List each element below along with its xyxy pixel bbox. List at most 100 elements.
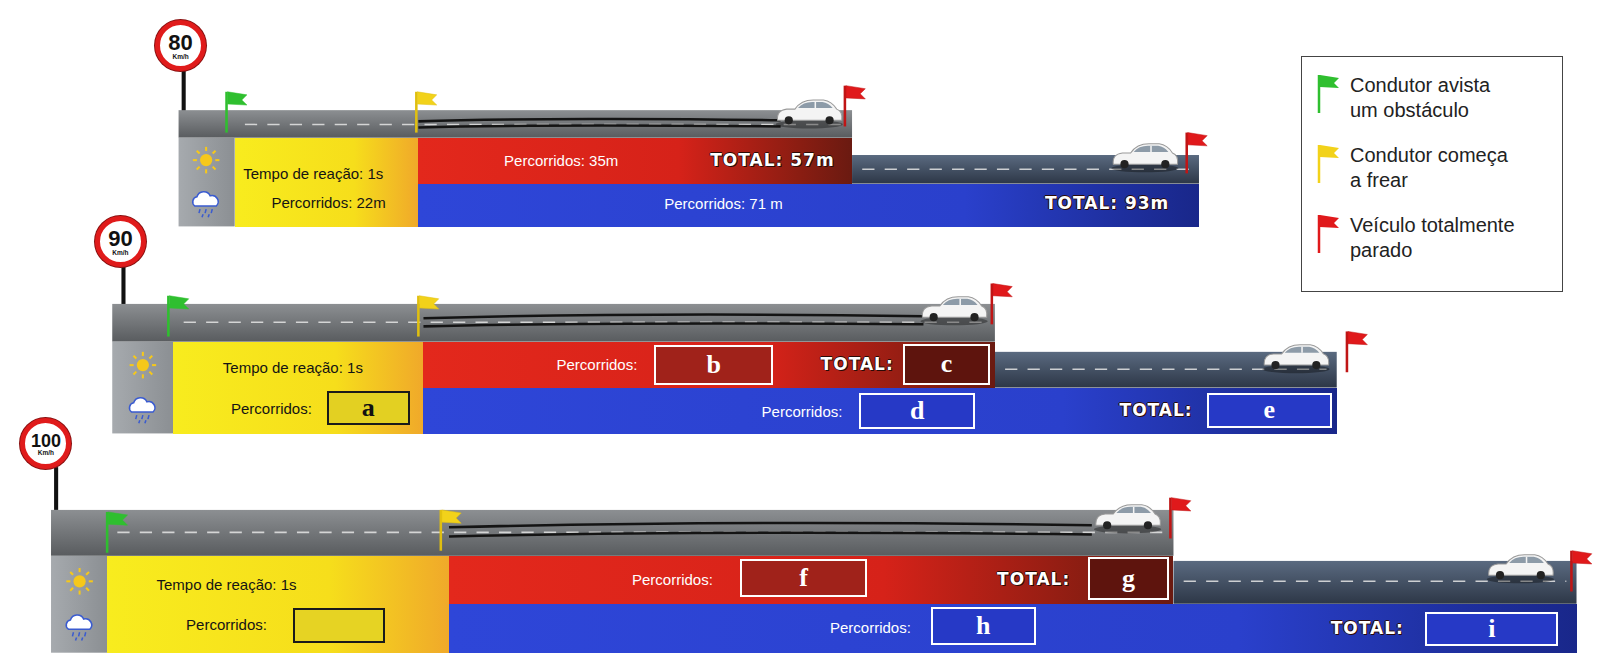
band-label: Percorridos: bbox=[186, 616, 267, 633]
legend-text: Veículo totalmente parado bbox=[1350, 213, 1516, 263]
band-label: Percorridos: bbox=[231, 400, 312, 417]
car bbox=[1487, 555, 1554, 584]
weather-face bbox=[179, 138, 235, 227]
car bbox=[1094, 505, 1161, 534]
wet-braking-band: Percorridos: TOTAL: d e bbox=[423, 388, 1336, 434]
car bbox=[776, 100, 843, 129]
wet-braking-band: Percorridos: TOTAL: h i bbox=[449, 604, 1577, 653]
speed-value: 100 bbox=[31, 432, 61, 450]
sign-pole bbox=[54, 467, 58, 510]
road-top bbox=[51, 510, 1173, 556]
speed-sign: 90Km/h bbox=[95, 216, 146, 267]
band-label: Percorridos: bbox=[557, 356, 638, 373]
sun-icon bbox=[130, 352, 157, 379]
legend-item: Condutor começa a frear bbox=[1316, 143, 1550, 193]
sign-pole bbox=[182, 69, 186, 112]
speed-sign: 100Km/h bbox=[20, 418, 71, 469]
total-label: TOTAL: 57m bbox=[710, 151, 834, 171]
speed-unit: Km/h bbox=[38, 450, 54, 457]
box-letter: a bbox=[362, 395, 375, 421]
dry-braking-band: Percorridos: 35m TOTAL: 57m bbox=[418, 138, 852, 184]
skid-mark bbox=[423, 323, 923, 326]
sun-icon bbox=[66, 568, 93, 595]
rain-icon bbox=[193, 192, 218, 217]
rain-icon bbox=[129, 398, 154, 423]
band-label: Percorridos: bbox=[830, 619, 911, 636]
skid-mark bbox=[423, 315, 923, 318]
answer-box: h bbox=[931, 607, 1036, 645]
box-letter: d bbox=[910, 398, 924, 424]
car bbox=[1262, 345, 1329, 374]
box-letter: f bbox=[799, 565, 808, 591]
band-label: Percorridos: 35m bbox=[504, 152, 618, 169]
flag-cloth bbox=[1320, 75, 1339, 88]
road-top bbox=[112, 304, 995, 342]
answer-box: f bbox=[740, 559, 868, 597]
legend-text: Condutor começa a frear bbox=[1350, 143, 1516, 193]
skid-mark bbox=[449, 523, 1092, 527]
band-label: Tempo de reação: 1s bbox=[223, 359, 363, 376]
answer-box: e bbox=[1207, 393, 1331, 428]
flag-cloth bbox=[1320, 215, 1339, 228]
answer-box: d bbox=[859, 393, 975, 429]
speed-unit: Km/h bbox=[112, 250, 128, 257]
box-letter: b bbox=[707, 352, 721, 378]
band-label: Percorridos: bbox=[632, 571, 713, 588]
dry-braking-band: Percorridos: TOTAL: f g bbox=[449, 556, 1173, 604]
speed-unit: Km/h bbox=[172, 54, 188, 61]
dry-braking-band: Percorridos: TOTAL: b c bbox=[423, 342, 994, 388]
legend-item: Condutor avista um obstáculo bbox=[1316, 73, 1550, 123]
yellow-flag bbox=[441, 510, 461, 551]
box-letter: c bbox=[941, 351, 953, 377]
weather-face bbox=[112, 342, 173, 434]
rain-icon bbox=[66, 615, 91, 640]
flag-pole bbox=[1318, 75, 1321, 113]
speed-sign: 80Km/h bbox=[155, 20, 206, 71]
flag-cloth bbox=[1320, 145, 1339, 158]
skid-mark bbox=[449, 533, 1092, 537]
answer-box: c bbox=[903, 344, 990, 385]
box-letter: g bbox=[1122, 566, 1135, 592]
green-flag bbox=[168, 296, 188, 337]
band-label: Percorridos: bbox=[762, 403, 843, 420]
legend-flag bbox=[1316, 143, 1342, 185]
band-label: Percorridos: 71 m bbox=[664, 195, 782, 212]
speed-value: 80 bbox=[168, 32, 192, 54]
green-flag bbox=[107, 512, 127, 553]
flag-pole bbox=[1318, 215, 1321, 253]
legend-flag bbox=[1316, 213, 1342, 255]
skid-mark bbox=[418, 119, 780, 121]
total-label: TOTAL: 93m bbox=[1045, 194, 1169, 214]
road-90 bbox=[112, 265, 1367, 433]
box-letter: i bbox=[1488, 616, 1495, 642]
answer-box: b bbox=[654, 345, 773, 385]
wet-braking-band: Percorridos: 71 m TOTAL: 93m bbox=[418, 184, 1199, 227]
total-label: TOTAL: bbox=[997, 570, 1070, 590]
legend-text: Condutor avista um obstáculo bbox=[1350, 73, 1516, 123]
car bbox=[1111, 144, 1178, 173]
red-flag bbox=[992, 284, 1012, 325]
sign-pole bbox=[121, 265, 125, 306]
yellow-flag bbox=[416, 92, 436, 133]
band-label: Tempo de reação: 1s bbox=[156, 576, 296, 593]
total-label: TOTAL: bbox=[1331, 619, 1404, 639]
car bbox=[920, 297, 987, 326]
road-100 bbox=[51, 467, 1592, 653]
answer-box: i bbox=[1425, 612, 1558, 646]
yellow-flag bbox=[418, 296, 438, 337]
reaction-band: Tempo de reação: 1sPercorridos: 22m bbox=[235, 138, 419, 227]
empty-answer-box bbox=[293, 608, 385, 643]
sun-icon bbox=[193, 147, 220, 174]
road-80 bbox=[179, 69, 1208, 226]
speed-value: 90 bbox=[108, 228, 132, 250]
legend-box: Condutor avista um obstáculoCondutor com… bbox=[1301, 56, 1563, 292]
legend-flag bbox=[1316, 73, 1342, 115]
skid-mark bbox=[418, 125, 780, 127]
band-label: Percorridos: 22m bbox=[271, 194, 385, 211]
red-flag bbox=[845, 86, 865, 127]
total-label: TOTAL: bbox=[1120, 401, 1193, 421]
flag-pole bbox=[1318, 145, 1321, 183]
road-top bbox=[179, 110, 852, 138]
total-label: TOTAL: bbox=[821, 355, 894, 375]
reaction-band: Tempo de reação: 1s Percorridos: bbox=[107, 556, 449, 653]
